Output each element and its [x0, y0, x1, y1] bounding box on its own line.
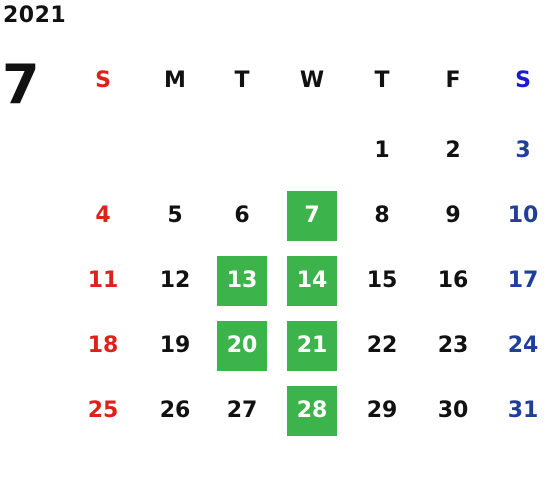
day-cell-27[interactable]: 27: [226, 398, 258, 423]
day-cell-1[interactable]: 1: [374, 138, 390, 163]
day-cell-23[interactable]: 23: [437, 333, 469, 358]
weekday-header-mon: M: [164, 68, 186, 93]
day-cell-7[interactable]: 7: [287, 191, 337, 241]
weekday-header-sun: S: [95, 68, 111, 93]
day-cell-2[interactable]: 2: [445, 138, 461, 163]
day-cell-18[interactable]: 18: [87, 333, 119, 358]
day-cell-30[interactable]: 30: [437, 398, 469, 423]
day-cell-21[interactable]: 21: [287, 321, 337, 371]
day-cell-12[interactable]: 12: [159, 268, 191, 293]
weekday-header-tue: T: [234, 68, 250, 93]
weekday-header-sat: S: [515, 68, 531, 93]
day-cell-8[interactable]: 8: [374, 203, 390, 228]
weekday-header-fri: F: [445, 68, 461, 93]
day-cell-6[interactable]: 6: [234, 203, 250, 228]
day-cell-19[interactable]: 19: [159, 333, 191, 358]
day-cell-3[interactable]: 3: [515, 138, 531, 163]
day-cell-10[interactable]: 10: [507, 203, 539, 228]
calendar-month: 7: [2, 53, 40, 116]
day-cell-9[interactable]: 9: [445, 203, 461, 228]
day-cell-13[interactable]: 13: [217, 256, 267, 306]
day-cell-22[interactable]: 22: [366, 333, 398, 358]
day-cell-28[interactable]: 28: [287, 386, 337, 436]
day-cell-15[interactable]: 15: [366, 268, 398, 293]
day-cell-14[interactable]: 14: [287, 256, 337, 306]
day-cell-4[interactable]: 4: [95, 203, 111, 228]
day-cell-24[interactable]: 24: [507, 333, 539, 358]
calendar-year: 2021: [3, 3, 67, 28]
day-cell-17[interactable]: 17: [507, 268, 539, 293]
day-cell-20[interactable]: 20: [217, 321, 267, 371]
day-cell-26[interactable]: 26: [159, 398, 191, 423]
day-cell-31[interactable]: 31: [507, 398, 539, 423]
day-cell-16[interactable]: 16: [437, 268, 469, 293]
day-cell-25[interactable]: 25: [87, 398, 119, 423]
day-cell-11[interactable]: 11: [87, 268, 119, 293]
day-cell-29[interactable]: 29: [366, 398, 398, 423]
weekday-header-thu: T: [374, 68, 390, 93]
weekday-header-wed: W: [299, 68, 325, 93]
day-cell-5[interactable]: 5: [167, 203, 183, 228]
